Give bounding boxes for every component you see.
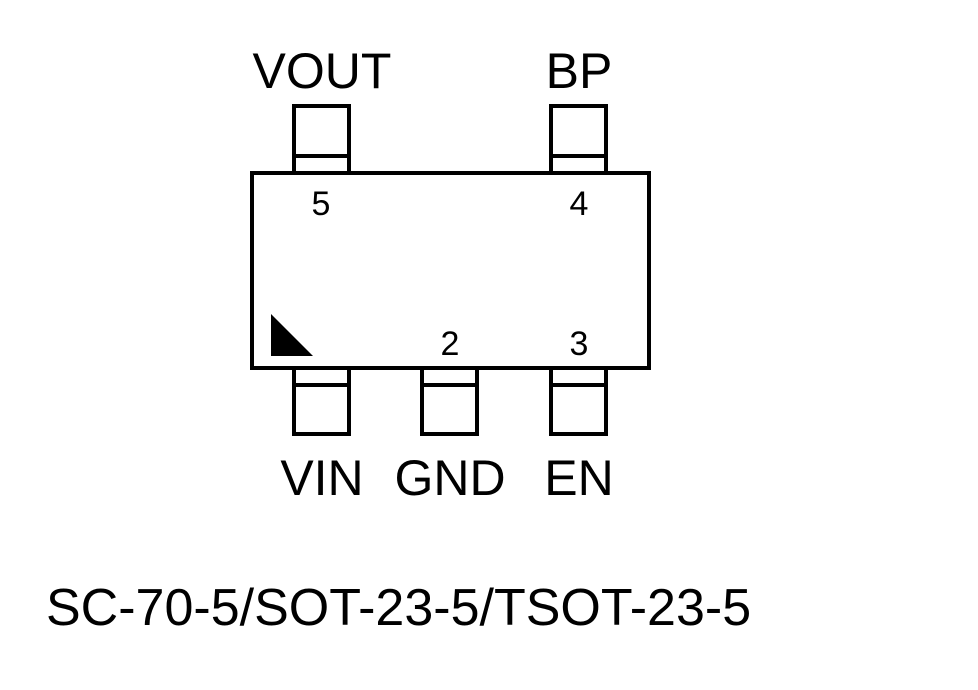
pin-pad-en	[549, 366, 608, 436]
pin-label-bp: BP	[546, 43, 613, 99]
package-name: SC-70-5/SOT-23-5/TSOT-23-5	[46, 579, 751, 637]
pin-number-5: 5	[312, 185, 331, 223]
pin-pad-vin	[292, 366, 351, 436]
pin-label-vout: VOUT	[253, 43, 392, 99]
pin-number-2: 2	[441, 325, 460, 363]
pin-label-en: EN	[544, 450, 613, 506]
pin-pad-bp	[549, 104, 608, 175]
pin-pad-vout	[292, 104, 351, 175]
pin-number-3: 3	[570, 325, 589, 363]
pin-label-gnd: GND	[394, 450, 505, 506]
pin-label-vin: VIN	[280, 450, 363, 506]
pin-pad-gnd	[420, 366, 479, 436]
pin1-marker	[271, 314, 313, 356]
pin-number-4: 4	[570, 185, 589, 223]
